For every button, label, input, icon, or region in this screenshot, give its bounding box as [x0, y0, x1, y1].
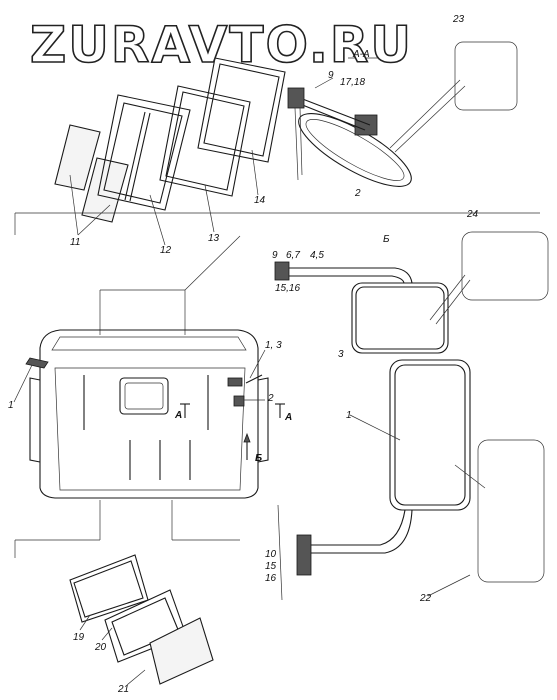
callout-2-main: 2 [267, 393, 274, 404]
cab-body [13, 212, 540, 558]
callout-24: 24 [466, 209, 479, 220]
mirror-22-outline [477, 439, 545, 583]
cab-outline [39, 329, 259, 499]
frame-12-outer [97, 94, 191, 211]
callout-12: 12 [160, 245, 172, 256]
callout-15: 15 [265, 561, 277, 572]
seal-13-outer [159, 85, 251, 197]
bracket-upper [274, 261, 290, 281]
cab-side-left [29, 377, 41, 463]
seal-13-inner [165, 91, 245, 191]
arrow-b-label: Б [255, 453, 262, 464]
glass-21 [149, 617, 214, 685]
callout-19: 19 [73, 632, 85, 643]
callout-14: 14 [254, 195, 266, 206]
watermark: ZURAVTO.RU [30, 16, 413, 74]
mirror-23-outline [454, 41, 518, 111]
callout-21: 21 [117, 684, 129, 695]
callout-9-top: 9 [328, 70, 334, 81]
callout-11: 11 [70, 237, 80, 248]
mirror-1-big [389, 359, 471, 511]
callout-22: 22 [419, 593, 432, 604]
roof-hatch [119, 377, 169, 415]
mirror-arm-upper [283, 267, 413, 284]
callout-1-3: 1, 3 [265, 340, 282, 351]
glass-14-inner [203, 63, 280, 157]
cut-a-left: А [174, 410, 182, 421]
callout-1-left: 1 [8, 400, 14, 411]
view-b-detail [274, 231, 549, 601]
cut-a-right: А [284, 412, 292, 423]
bracket-9 [287, 87, 305, 109]
callout-23: 23 [452, 14, 465, 25]
section-aa-title: А-А [352, 49, 370, 60]
mirror-mount-left [25, 357, 49, 369]
mirror-mount-right [227, 377, 243, 387]
callout-1-big: 1 [346, 410, 352, 421]
glass-11a [54, 124, 101, 191]
callout-16: 16 [265, 573, 277, 584]
section-aa-detail [287, 41, 518, 187]
callout-10: 10 [265, 549, 277, 560]
mirror-24-outline [461, 231, 549, 301]
callout-17-18: 17,18 [340, 77, 365, 88]
callout-6-7: 6,7 [286, 250, 300, 261]
frame-12-inner [103, 102, 183, 204]
callout-2-mirror: 2 [354, 188, 361, 199]
mirror-hub [354, 114, 378, 136]
callout-13: 13 [208, 233, 220, 244]
callout-20: 20 [94, 642, 107, 653]
callout-4-5: 4,5 [310, 250, 324, 261]
bracket-lower [296, 534, 312, 576]
glass-19 [69, 554, 149, 623]
callout-9-mid: 9 [272, 250, 278, 261]
rear-glass-group [69, 554, 214, 686]
mirror-arm-lower [305, 509, 406, 546]
view-b-title: Б [383, 234, 390, 245]
callout-15-16: 15,16 [275, 283, 300, 294]
glass-14-outer [197, 57, 286, 163]
front-glass-group [54, 57, 286, 246]
cab-side-right [257, 377, 269, 463]
callout-3: 3 [338, 349, 344, 360]
mirror-3 [351, 282, 449, 354]
